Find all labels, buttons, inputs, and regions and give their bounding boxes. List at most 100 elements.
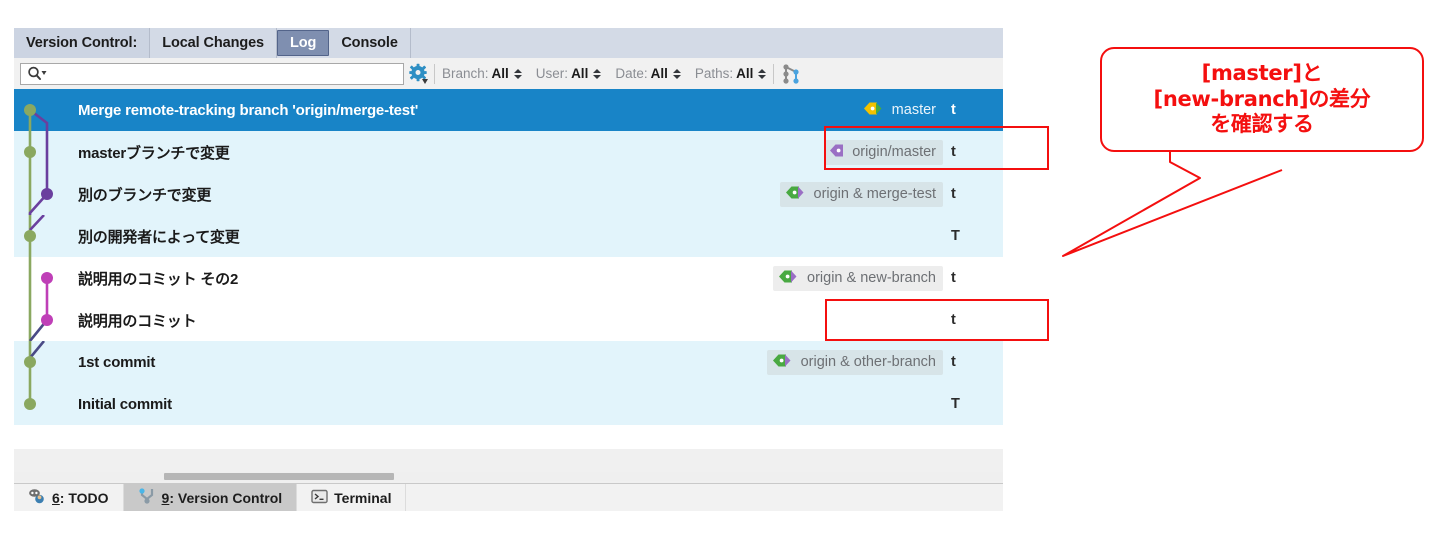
todo-icon: [28, 488, 46, 507]
tag-icon: [785, 185, 809, 204]
filter-date-label: Date:: [615, 66, 648, 81]
table-row[interactable]: masterブランチで変更 origin/master t: [14, 131, 1003, 173]
version-control-tab-strip: Version Control: Local Changes Log Conso…: [14, 28, 1003, 58]
filter-user-label: User:: [535, 66, 569, 81]
tool-window-todo[interactable]: 6: TODO: [14, 484, 124, 511]
commit-subject: Initial commit: [78, 395, 172, 413]
panel-title: Version Control:: [14, 28, 151, 58]
branch-chip-origin-master[interactable]: origin/master: [824, 139, 943, 165]
commit-branch-labels: origin & other-branch: [766, 341, 943, 383]
table-row[interactable]: 1st commit origin & other-branch t: [14, 340, 1003, 383]
highlight-box-new-branch-label: [825, 299, 1049, 341]
annotation-callout: [master]と [new-branch]の差分 を確認する: [1100, 47, 1424, 152]
table-row[interactable]: Merge remote-tracking branch 'origin/mer…: [14, 89, 1003, 131]
callout-line-3: を確認する: [1210, 112, 1314, 137]
filter-paths-value: All: [736, 66, 754, 81]
search-input[interactable]: [47, 64, 403, 83]
mnemonic: 6: [52, 489, 60, 506]
commit-subject: 説明用のコミット: [78, 312, 197, 330]
filter-branch[interactable]: Branch: All: [435, 61, 529, 87]
commit-graph-cell: [14, 173, 74, 215]
tool-window-todo-label: 6: TODO: [52, 490, 109, 506]
toolbar-separator-2: [773, 63, 775, 84]
table-row[interactable]: 説明用のコミット t: [14, 299, 1003, 342]
commit-branch-labels: origin & merge-test: [779, 173, 943, 215]
commit-graph-cell: [14, 299, 74, 342]
commit-author: T: [951, 396, 960, 412]
commit-branch-labels: origin/master: [824, 131, 943, 173]
branch-name: origin & merge-test: [813, 186, 937, 202]
commit-subject: 説明用のコミット その2: [78, 270, 239, 288]
branch-chip-master[interactable]: master: [858, 98, 943, 123]
filter-date[interactable]: Date: All: [608, 61, 688, 87]
branch-name: origin & new-branch: [807, 270, 936, 286]
tag-icon: [772, 353, 796, 372]
tool-window-terminal-label: Terminal: [334, 489, 392, 506]
chevron-updown-icon: [593, 68, 602, 79]
filter-user[interactable]: User: All: [529, 61, 609, 87]
tag-icon: [863, 101, 887, 120]
branch-chip-origin-other-branch[interactable]: origin & other-branch: [766, 349, 943, 375]
branch-name: origin/master: [852, 144, 936, 160]
callout-line-1: [master]と: [1201, 61, 1323, 86]
tool-window-terminal[interactable]: Terminal: [297, 484, 407, 511]
commit-author: t: [951, 354, 956, 370]
chevron-updown-icon: [513, 68, 522, 79]
branch-name: origin & other-branch: [800, 354, 936, 370]
callout-line-2: [new-branch]の差分: [1153, 86, 1371, 111]
commit-graph-cell: [14, 131, 74, 173]
branch-name: master: [891, 102, 936, 118]
commit-log-list[interactable]: Merge remote-tracking branch 'origin/mer…: [14, 89, 1003, 449]
tab-strip-filler: [410, 28, 1003, 58]
annotation-callout-text: [master]と [new-branch]の差分 を確認する: [1154, 61, 1371, 138]
commit-author: t: [951, 102, 956, 118]
toolbar-separator-1: [434, 63, 435, 84]
tag-icon: [829, 143, 847, 162]
scrollbar-thumb[interactable]: [164, 473, 394, 480]
tool-window-version-control-label: 9: Version Control: [162, 490, 283, 506]
log-toolbar: Branch: All User: All Date: All Paths: A…: [14, 58, 1003, 90]
filter-branch-label: Branch:: [442, 66, 489, 81]
chevron-updown-icon: [672, 68, 681, 79]
tab-log[interactable]: Log: [277, 30, 330, 56]
search-field[interactable]: [20, 62, 404, 85]
table-row[interactable]: 説明用のコミット その2 origin & new-branch t: [14, 257, 1003, 299]
commit-author: t: [951, 186, 956, 202]
gear-icon[interactable]: [404, 63, 434, 85]
commit-branch-labels: master: [858, 89, 943, 131]
commit-author: t: [951, 270, 956, 286]
terminal-icon: [311, 489, 328, 507]
commit-subject: 別の開発者によって変更: [78, 228, 240, 246]
commit-author: t: [951, 144, 956, 160]
tool-window-bar: 6: TODO 9: Version Control: [14, 483, 1003, 511]
mnemonic: 9: [161, 489, 170, 506]
branch-chip-origin-merge-test[interactable]: origin & merge-test: [779, 181, 943, 207]
table-row[interactable]: 別の開発者によって変更 T: [14, 214, 1003, 257]
table-row[interactable]: Initial commit T: [14, 383, 1003, 425]
tool-window-version-control[interactable]: 9: Version Control: [123, 484, 298, 511]
commit-subject: Merge remote-tracking branch 'origin/mer…: [78, 101, 419, 119]
filter-paths-label: Paths:: [694, 66, 734, 81]
commit-branch-labels: origin & new-branch: [773, 257, 943, 299]
branch-chip-origin-new-branch[interactable]: origin & new-branch: [773, 265, 943, 291]
version-control-icon: [138, 488, 156, 507]
chevron-updown-icon: [758, 68, 767, 79]
commit-graph-cell: [14, 89, 74, 131]
tab-console[interactable]: Console: [329, 28, 411, 58]
version-control-panel: Version Control: Local Changes Log Conso…: [14, 28, 1003, 511]
label-text: : TODO: [59, 489, 109, 506]
commit-subject: masterブランチで変更: [78, 144, 230, 162]
filter-branch-value: All: [491, 66, 509, 81]
table-row[interactable]: 別のブランチで変更 origin & merge-test t: [14, 173, 1003, 215]
commit-subject: 別のブランチで変更: [78, 186, 212, 204]
commit-subject: 1st commit: [78, 353, 156, 371]
tab-local-changes[interactable]: Local Changes: [150, 28, 278, 58]
horizontal-scrollbar[interactable]: [14, 472, 1003, 481]
commit-graph-cell: [14, 383, 74, 425]
filter-paths[interactable]: Paths: All: [688, 61, 774, 87]
commit-graph-cell: [14, 214, 74, 257]
commit-graph-cell: [14, 340, 74, 383]
callout-pointer: [1062, 143, 1283, 257]
commit-author: T: [951, 228, 960, 244]
branch-graph-icon[interactable]: [774, 63, 808, 85]
